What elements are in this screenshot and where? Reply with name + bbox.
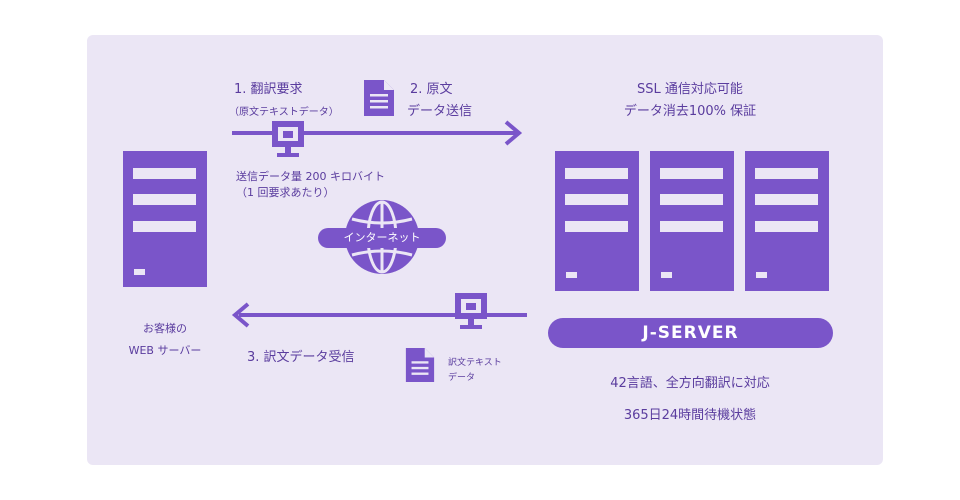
step2-label-line2: データ送信 (407, 104, 473, 119)
data-volume-line1: 送信データ量 200 キロバイト (236, 170, 385, 183)
return-doc-label-line2: データ (448, 373, 476, 383)
internet-label: インターネット (318, 228, 446, 248)
server-icon-2 (650, 151, 734, 291)
document-icon (362, 78, 396, 118)
client-label: お客様の WEB サーバー (117, 320, 213, 358)
client-server-icon (123, 151, 207, 287)
step3-label: 3. 訳文データ受信 (247, 350, 355, 365)
jserver-label: J-SERVER (548, 318, 833, 348)
ssl-line1: SSL 通信対応可能 (637, 82, 743, 97)
ssl-line2: データ消去100% 保証 (623, 104, 757, 119)
monitor-icon-return (451, 291, 491, 333)
return-doc-label-line1: 訳文テキスト (448, 358, 502, 368)
data-volume-line2: （1 回要求あたり） (236, 186, 335, 199)
step1-label: 1. 翻訳要求 (234, 82, 303, 97)
server-icon-1 (555, 151, 639, 291)
features-line2: 365日24時間待機状態 (623, 408, 757, 423)
features-line1: 42言語、全方向翻訳に対応 (610, 376, 770, 391)
server-icon-3 (745, 151, 829, 291)
document-icon-return (404, 346, 436, 384)
step2-label-line1: 2. 原文 (410, 82, 453, 97)
client-label-line2: WEB サーバー (128, 344, 202, 357)
step1-sublabel: （原文テキストデータ） (229, 107, 339, 118)
client-label-line1: お客様の (143, 322, 187, 335)
monitor-icon (268, 119, 308, 161)
